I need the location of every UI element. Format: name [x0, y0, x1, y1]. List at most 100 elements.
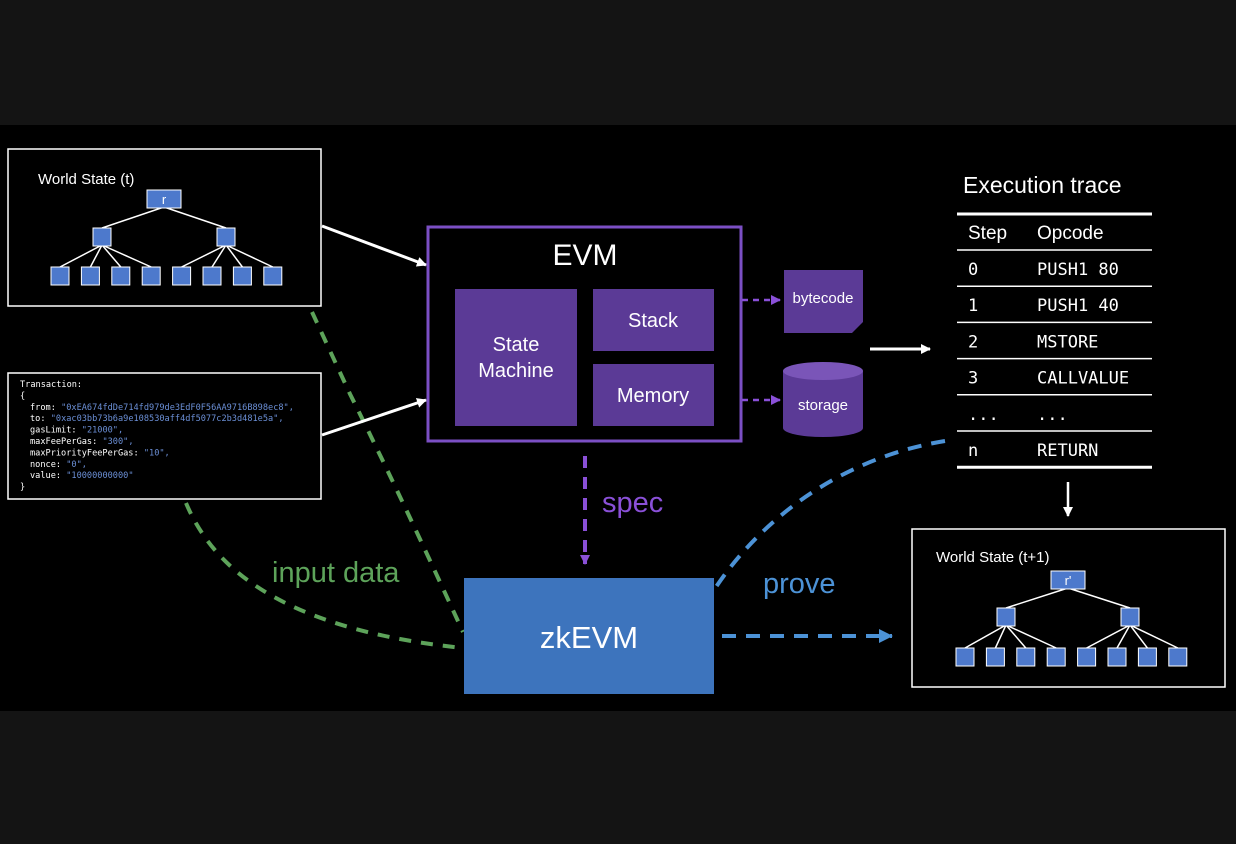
- transaction-field: gasLimit: "21000",: [30, 426, 123, 436]
- transaction-field-value: "0xEA674fdDe714fd979de3EdF0F56AA9716B898…: [61, 403, 294, 413]
- transaction-json: Transaction:{ from: "0xEA674fdDe714fd979d…: [20, 380, 294, 493]
- tree-edge: [1086, 624, 1131, 649]
- tree-leaf-node: [1046, 647, 1066, 667]
- tree-leaf-node: [263, 266, 283, 286]
- tree-edge: [225, 244, 274, 268]
- tree-leaf-node: [50, 266, 70, 286]
- world-state-t1-panel: World State (t+1) r': [911, 528, 1226, 688]
- prove-curve-from-trace: [712, 439, 946, 592]
- trace-step-cell: 1: [968, 296, 978, 316]
- transaction-close-brace: }: [20, 483, 25, 493]
- tree-edge: [101, 244, 122, 268]
- arrow-transaction-to-evm: [321, 398, 427, 437]
- tree-root-node: [146, 189, 182, 209]
- world-state-t-title: World State (t): [38, 171, 134, 188]
- trace-step-cell: 3: [968, 369, 978, 389]
- tree-edge: [1129, 624, 1148, 649]
- memory-block: Memory: [593, 364, 714, 426]
- tree-leaf-node: [202, 266, 222, 286]
- transaction-field: maxPriorityFeePerGas: "10",: [30, 448, 170, 458]
- transaction-field-key: nonce: [30, 460, 56, 470]
- transaction-field-value: "0",: [66, 460, 87, 470]
- tree-leaf-node: [172, 266, 192, 286]
- trace-header-opcode: Opcode: [1037, 223, 1104, 244]
- trace-step-cell: n: [968, 441, 978, 461]
- tree-edge: [101, 206, 165, 229]
- tree-edge: [1129, 624, 1179, 649]
- bytecode-label: bytecode: [793, 290, 854, 307]
- trace-opcode-cell: PUSH1 80: [1037, 260, 1119, 280]
- tree-leaf-node: [955, 647, 975, 667]
- transaction-field-key: maxFeePerGas: [30, 437, 92, 447]
- transaction-field: value: "10000000000": [30, 471, 134, 481]
- transaction-field-key: to: [30, 414, 40, 424]
- transaction-field-value: "10000000000": [66, 471, 133, 481]
- tree-edge: [1005, 624, 1057, 649]
- state-machine-block: State Machine: [455, 289, 577, 426]
- storage-label: storage: [798, 397, 848, 414]
- trace-opcode-cell: MSTORE: [1037, 332, 1098, 352]
- trace-opcode-cell: CALLVALUE: [1037, 369, 1129, 389]
- tree-root-node: [1050, 570, 1086, 590]
- evm-box: EVM State Machine Stack Memory: [426, 225, 743, 443]
- trace-step-cell: ...: [968, 405, 999, 425]
- trace-header-step: Step: [968, 223, 1007, 244]
- transaction-field-value: "10",: [144, 448, 170, 458]
- tree-edge: [163, 206, 227, 229]
- state-machine-label-line2: Machine: [478, 360, 554, 382]
- memory-label: Memory: [617, 385, 689, 407]
- world-state-t-tree: r: [50, 189, 283, 286]
- transaction-field-key: from: [30, 403, 51, 413]
- world-state-t1-title: World State (t+1): [936, 549, 1050, 566]
- transaction-panel: Transaction:{ from: "0xEA674fdDe714fd979d…: [7, 372, 322, 500]
- transaction-field-value: "21000",: [82, 426, 123, 436]
- transaction-field-key: value: [30, 471, 56, 481]
- tree-leaf-node: [1107, 647, 1127, 667]
- transaction-header: Transaction:: [20, 380, 82, 390]
- tree-edge: [1005, 624, 1027, 649]
- tree-edge: [1005, 587, 1069, 609]
- transaction-field-value: "0xac03bb73b6a9e108530aff4df5077c2b3d481…: [51, 414, 284, 424]
- state-machine-label-line1: State: [493, 334, 540, 356]
- transaction-open-brace: {: [20, 391, 25, 401]
- transaction-field: to: "0xac03bb73b6a9e108530aff4df5077c2b3…: [30, 414, 284, 424]
- tree-edge: [211, 244, 227, 268]
- transaction-field-key: gasLimit: [30, 426, 71, 436]
- transaction-field: from: "0xEA674fdDe714fd979de3EdF0F56AA97…: [30, 403, 294, 413]
- tree-edge: [964, 624, 1007, 649]
- tree-edge: [1116, 624, 1131, 649]
- tree-leaf-node: [111, 266, 131, 286]
- stack-label: Stack: [628, 310, 679, 332]
- tree-leaf-node: [1077, 647, 1097, 667]
- tree-edge: [181, 244, 227, 268]
- stack-block: Stack: [593, 289, 714, 351]
- input-data-curve-from-transaction: [184, 502, 464, 650]
- zkevm-box: zkEVM: [464, 578, 714, 694]
- execution-trace-title: Execution trace: [963, 172, 1122, 198]
- storage-cylinder: storage: [783, 362, 863, 437]
- tree-leaf-node: [1016, 647, 1036, 667]
- input-data-curve-from-world-state: [310, 311, 465, 633]
- tree-leaf-node: [80, 266, 100, 286]
- tree-leaf-node: [232, 266, 252, 286]
- tree-edge: [89, 244, 103, 268]
- evm-title: EVM: [552, 239, 617, 272]
- tree-root-label: r': [1065, 573, 1072, 588]
- trace-step-cell: 0: [968, 260, 978, 280]
- tree-leaf-node: [985, 647, 1005, 667]
- tree-branch-node: [996, 607, 1016, 627]
- world-state-t-panel: World State (t) r: [7, 148, 322, 307]
- prove-label: prove: [763, 568, 836, 600]
- transaction-field-value: "300",: [102, 437, 133, 447]
- trace-opcode-cell: RETURN: [1037, 441, 1098, 461]
- zkevm-label: zkEVM: [540, 620, 638, 655]
- tree-edge: [994, 624, 1007, 649]
- tree-branch-node: [216, 227, 236, 247]
- tree-leaf-node: [1168, 647, 1188, 667]
- trace-opcode-cell: ...: [1037, 405, 1068, 425]
- tree-branch-node: [1120, 607, 1140, 627]
